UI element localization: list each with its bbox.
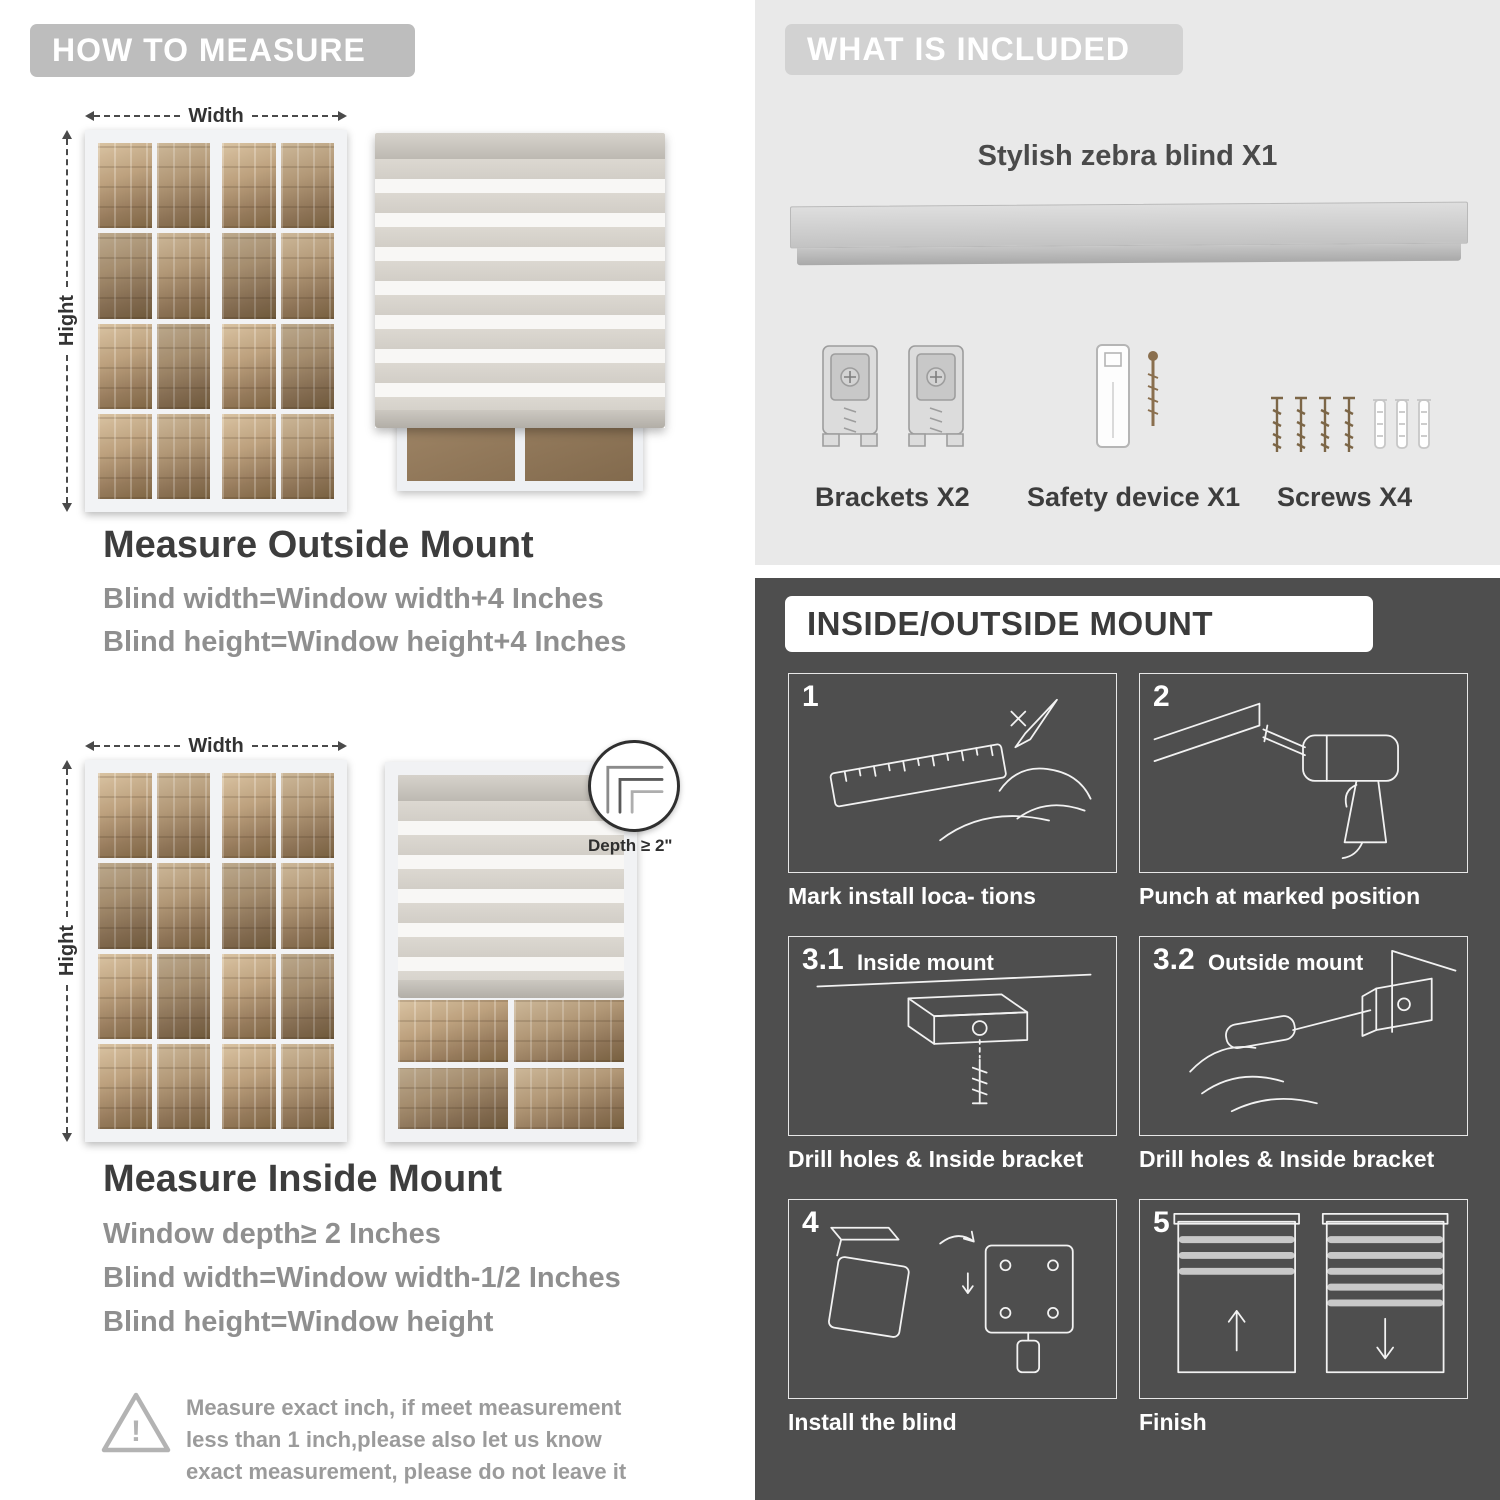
arrow-up-icon	[62, 760, 72, 769]
step-panel: 4	[788, 1199, 1117, 1399]
install-blind-illustration	[828, 1226, 1074, 1374]
step-3-1: 3.1 Inside mount	[788, 936, 1117, 1173]
step-caption: Drill holes & Inside bracket	[788, 1146, 1084, 1172]
outside-bracket-illustration	[1189, 949, 1457, 1113]
arrow-right-icon	[338, 111, 348, 121]
safety-device-label: Safety device X1	[1027, 482, 1241, 512]
step-caption: Punch at marked position	[1139, 883, 1421, 909]
inside-mount-title: Measure Inside Mount	[103, 1158, 503, 1200]
screws-icon	[1263, 388, 1439, 465]
width-measure: Width	[85, 105, 348, 127]
zebra-stripes	[375, 159, 665, 410]
how-to-measure-panel: HOW TO MEASURE Width Hight	[0, 0, 740, 1500]
height-measure: Hight	[55, 130, 78, 512]
arrow-down-icon	[62, 503, 72, 512]
step-5: 5 Finish	[1139, 1199, 1468, 1436]
height-label: Hight	[55, 925, 78, 977]
mount-instructions-panel: INSIDE/OUTSIDE MOUNT 1	[755, 578, 1500, 1500]
step-panel: 1	[788, 673, 1117, 873]
blind-bottom-rail	[375, 410, 665, 428]
inside-width-formula: Blind width=Window width-1/2 Inches	[103, 1262, 621, 1294]
blind-product-name: Stylish zebra blind X1	[977, 140, 1278, 172]
inside-outside-mount-header: INSIDE/OUTSIDE MOUNT	[785, 596, 1373, 652]
zebra-blind-product-illustration	[790, 201, 1468, 269]
step-number: 2	[1153, 680, 1170, 713]
warning-glyph: !	[131, 1415, 141, 1448]
step-caption: Install the blind	[788, 1409, 957, 1435]
window-photo	[85, 760, 347, 1142]
screws-label: Screws X4	[1277, 482, 1413, 512]
outside-width-formula: Blind width=Window width+4 Inches	[103, 583, 604, 615]
arrow-left-icon	[85, 111, 94, 121]
arrow-left-icon	[85, 741, 94, 751]
drill-illustration	[1153, 702, 1399, 860]
step-number: 1	[802, 680, 819, 713]
step-number: 3.1	[802, 943, 844, 976]
what-is-included-header: WHAT IS INCLUDED	[785, 24, 1183, 75]
width-label: Width	[188, 734, 244, 757]
height-measure: Hight	[55, 760, 78, 1142]
warning-text: Measure exact inch, if meet measurement …	[186, 1395, 627, 1484]
step-panel: 3.2 Outside mount	[1139, 936, 1468, 1136]
depth-label: Depth ≥ 2"	[588, 836, 673, 855]
brackets-icon	[815, 340, 971, 452]
step-number: 4	[802, 1206, 819, 1239]
inside-depth-note: Window depth≥ 2 Inches	[103, 1218, 441, 1250]
blind-cassette	[398, 775, 624, 801]
width-measure: Width	[85, 735, 348, 757]
zebra-blind-inside-illustration	[385, 762, 637, 1142]
step-caption: Finish	[1139, 1409, 1207, 1435]
zebra-stripes	[398, 801, 624, 981]
window-glass	[398, 998, 624, 1129]
step-panel: 5	[1139, 1199, 1468, 1399]
safety-device-icon	[1085, 340, 1177, 457]
step-number: 5	[1153, 1206, 1170, 1239]
step-caption: Mark install loca- tions	[788, 883, 1036, 909]
finish-illustration	[1173, 1212, 1449, 1374]
step-number: 3.2	[1153, 943, 1195, 976]
arrow-up-icon	[62, 130, 72, 139]
brackets-label: Brackets X2	[815, 482, 970, 512]
what-is-included-panel: WHAT IS INCLUDED Stylish zebra blind X1	[755, 0, 1500, 565]
zebra-blind-outside-illustration	[375, 133, 665, 491]
mark-locations-illustration	[829, 698, 1092, 842]
step-3-2: 3.2 Outside mount	[1139, 936, 1468, 1173]
step-panel: 3.1 Inside mount	[788, 936, 1117, 1136]
step-sublabel: Outside mount	[1208, 950, 1364, 975]
mount-steps-grid: 1	[788, 673, 1468, 1436]
height-label: Hight	[55, 295, 78, 347]
blind-bottom-rail	[398, 980, 624, 999]
outside-mount-title: Measure Outside Mount	[103, 524, 534, 566]
outside-height-formula: Blind height=Window height+4 Inches	[103, 626, 627, 658]
warning-triangle-icon: !	[101, 1392, 171, 1453]
step-1: 1	[788, 673, 1117, 910]
width-label: Width	[188, 104, 244, 127]
how-to-measure-header: HOW TO MEASURE	[30, 24, 415, 77]
depth-detail-circle	[588, 740, 680, 832]
step-sublabel: Inside mount	[857, 950, 994, 975]
step-2: 2 Punch at marked position	[1139, 673, 1468, 910]
arrow-right-icon	[338, 741, 348, 751]
window-photo	[85, 130, 347, 512]
inside-height-formula: Blind height=Window height	[103, 1306, 494, 1338]
inside-bracket-illustration	[816, 973, 1092, 1105]
step-4: 4	[788, 1199, 1117, 1436]
arrow-down-icon	[62, 1133, 72, 1142]
blind-cassette	[375, 133, 665, 159]
window-corner-icon	[606, 765, 664, 814]
step-panel: 2	[1139, 673, 1468, 873]
step-caption: Drill holes & Inside bracket	[1139, 1146, 1435, 1172]
